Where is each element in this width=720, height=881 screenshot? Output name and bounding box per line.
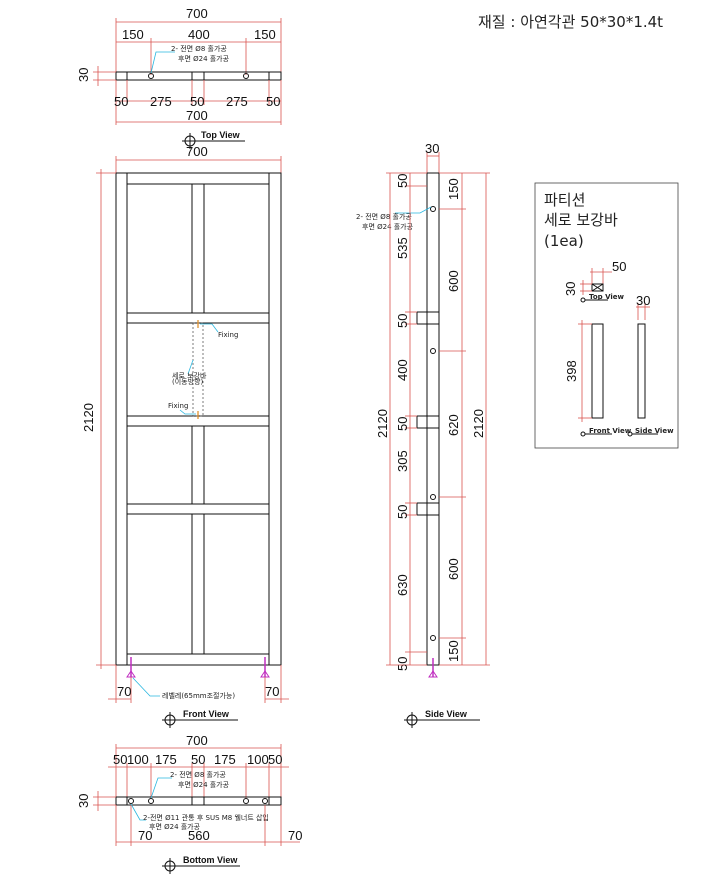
- bottom-note2-line1: 2-전면 Ø11 관통 후 SUS M8 웰너트 삽입: [143, 813, 269, 822]
- side-right-d2: 600: [446, 270, 461, 292]
- partition-reinforcement-box: 파티션 세로 보강바 (1ea) 50 30 Top View 398 Fron…: [534, 182, 679, 449]
- side-left-d1: 50: [395, 174, 410, 188]
- top-dim-b1: 50: [114, 94, 128, 109]
- side-left-d4: 400: [395, 359, 410, 381]
- side-total-right: 2120: [471, 409, 486, 438]
- side-left-d2: 535: [395, 237, 410, 259]
- bottom-note-line1: 2- 전면 Ø8 홀가공: [170, 770, 226, 779]
- front-leveler-note: 레벨레(65mm조절가능): [162, 691, 235, 700]
- top-note-line2: 후면 Ø24 홀가공: [178, 54, 230, 63]
- partition-label-top: Top View: [589, 293, 625, 301]
- bottom-view: 700 50 100 175 50 175 100 50 2- 전면 Ø8 홀가…: [76, 733, 302, 874]
- bottom-dim-t1: 50: [113, 752, 127, 767]
- front-dim-width: 700: [186, 144, 208, 159]
- top-dim-150-left: 150: [122, 27, 144, 42]
- front-dim-height: 2120: [81, 403, 96, 432]
- side-right-d3: 620: [446, 414, 461, 436]
- side-left-d9: 50: [395, 657, 410, 671]
- hole-icon: [430, 206, 436, 212]
- top-dim-total: 700: [186, 6, 208, 21]
- bottom-dim-total: 700: [186, 733, 208, 748]
- side-view: 30 2- 전면 Ø8 홀가공 후면 Ø24 홀가공 50: [356, 141, 490, 728]
- side-left-d8: 630: [395, 574, 410, 596]
- hole-icon: [128, 798, 134, 804]
- side-left-d5: 50: [395, 417, 410, 431]
- bottom-dim-t7: 50: [268, 752, 282, 767]
- front-dim-left-offset: 70: [117, 684, 131, 699]
- side-right-d1: 150: [446, 178, 461, 200]
- hole-icon: [430, 635, 436, 641]
- partition-title-3: (1ea): [544, 232, 584, 250]
- front-tag-b: Fixing: [168, 402, 188, 410]
- front-dim-right-offset: 70: [265, 684, 279, 699]
- partition-dim-thickness: 30: [563, 282, 578, 296]
- material-spec: 재질 : 아연각관 50*30*1.4t: [478, 13, 663, 31]
- top-dim-b2: 275: [150, 94, 172, 109]
- partition-dim-width: 50: [612, 259, 626, 274]
- front-center-note2: (이동방향): [172, 377, 203, 386]
- bottom-note-line2: 후면 Ø24 홀가공: [178, 780, 230, 789]
- view-marker-icon: [580, 431, 586, 437]
- partition-title-1: 파티션: [544, 191, 585, 209]
- top-note-line1: 2- 전면 Ø8 홀가공: [171, 44, 227, 53]
- side-left-d6: 305: [395, 450, 410, 472]
- hole-icon: [243, 73, 249, 79]
- bottom-dim-b1: 70: [138, 828, 152, 843]
- side-total-left: 2120: [375, 409, 390, 438]
- top-dim-height: 30: [76, 68, 91, 82]
- top-view-title: Top View: [201, 130, 241, 140]
- front-tag-a: Fixing: [218, 331, 238, 339]
- partition-dim-height: 398: [564, 360, 579, 382]
- bottom-view-title: Bottom View: [183, 855, 238, 865]
- top-dim-bottom-total: 700: [186, 108, 208, 123]
- partition-title-2: 세로 보강바: [544, 211, 618, 229]
- side-note-line2: 후면 Ø24 홀가공: [362, 222, 414, 231]
- top-dim-b3: 50: [190, 94, 204, 109]
- side-left-d7: 50: [395, 505, 410, 519]
- bottom-dim-t2: 100: [127, 752, 149, 767]
- bottom-note2-line2: 후면 Ø24 홀가공: [149, 822, 201, 831]
- bottom-dim-t3: 175: [155, 752, 177, 767]
- bottom-dim-t4: 50: [191, 752, 205, 767]
- front-view-title: Front View: [183, 709, 230, 719]
- front-view: 700 Fixing Fixing 세로 보강바 (이동방향) 레벨레(65mm…: [81, 144, 289, 728]
- top-view: 700 150 400 150 2- 전면 Ø8 홀가공 후면 Ø24 홀가공 …: [76, 6, 282, 149]
- top-dim-b5: 50: [266, 94, 280, 109]
- top-dim-400: 400: [188, 27, 210, 42]
- hole-icon: [430, 494, 436, 500]
- bottom-dim-t5: 175: [214, 752, 236, 767]
- side-view-title: Side View: [425, 709, 468, 719]
- hole-icon: [148, 73, 154, 79]
- side-right-d4: 600: [446, 558, 461, 580]
- partition-dim-side: 30: [636, 293, 650, 308]
- top-dim-b4: 275: [226, 94, 248, 109]
- view-marker-icon: [580, 297, 586, 303]
- partition-label-side: Side View: [635, 427, 674, 435]
- bottom-dim-t6: 100: [247, 752, 269, 767]
- side-note-line1: 2- 전면 Ø8 홀가공: [356, 212, 412, 221]
- side-dim-width: 30: [425, 141, 439, 156]
- bottom-dim-height: 30: [76, 794, 91, 808]
- top-dim-150-right: 150: [254, 27, 276, 42]
- bottom-dim-b2: 560: [188, 828, 210, 843]
- bottom-dim-b3: 70: [288, 828, 302, 843]
- hole-icon: [430, 348, 436, 354]
- front-center-note1: 세로 보강바: [172, 371, 207, 380]
- hole-icon: [148, 798, 154, 804]
- partition-label-front: Front View: [589, 427, 632, 435]
- hole-icon: [243, 798, 249, 804]
- side-right-d5: 150: [446, 640, 461, 662]
- side-left-d3: 50: [395, 314, 410, 328]
- hole-icon: [262, 798, 268, 804]
